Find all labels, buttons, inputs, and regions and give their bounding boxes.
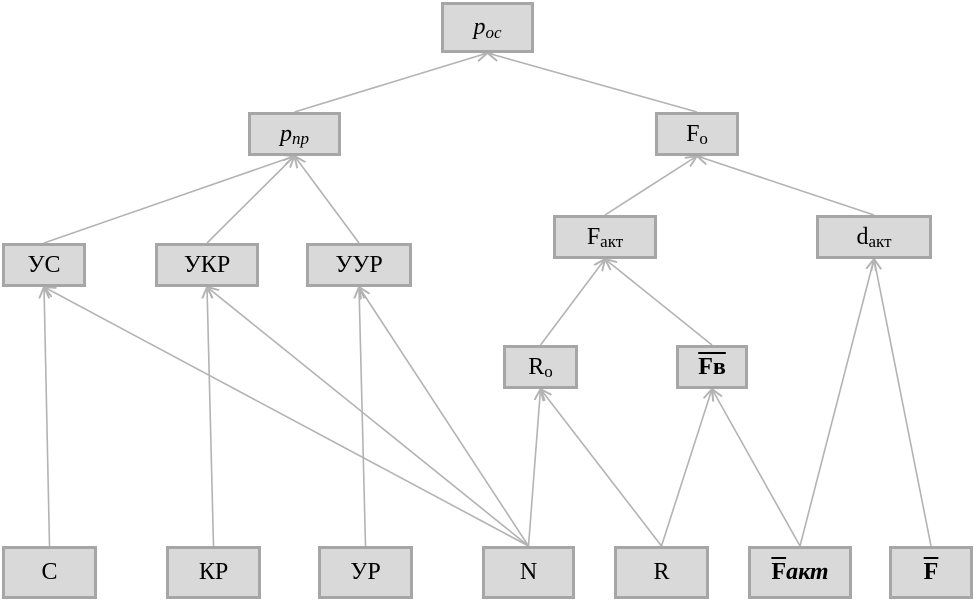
node-f-v-label: Fв xyxy=(698,353,726,380)
node-r-o-sub: o xyxy=(544,362,553,381)
node-ukr: УКР xyxy=(155,243,259,287)
edge-f_bar-to-d_akt xyxy=(874,259,932,547)
edge-r_o-to-f_akt xyxy=(539,259,606,346)
node-ur: УР xyxy=(318,546,413,599)
node-kr: КР xyxy=(166,546,261,599)
node-n: N xyxy=(482,546,575,599)
edge-ur-to-uur xyxy=(359,287,367,547)
node-ur-label: УР xyxy=(350,559,381,585)
node-f-o-sub: o xyxy=(699,129,708,148)
edge-d_akt-to-f_o xyxy=(697,156,875,216)
edge-ukr-to-p_pr xyxy=(206,156,295,244)
node-c-label: C xyxy=(41,559,58,585)
edge-n-to-uur xyxy=(359,287,530,547)
edge-p_pr-to-p_os xyxy=(294,53,488,113)
node-f-bar-label: F xyxy=(923,559,939,585)
node-f-v: Fв xyxy=(676,345,748,389)
edge-f_v-to-f_akt xyxy=(605,259,713,346)
edge-c-to-us xyxy=(44,287,51,547)
edge-f_akt-to-f_o xyxy=(604,156,697,216)
edge-n-to-ukr xyxy=(207,287,530,547)
edge-kr-to-ukr xyxy=(207,287,215,547)
edge-f_akt_bar-to-d_akt xyxy=(799,259,874,547)
node-kr-label: КР xyxy=(198,559,229,585)
node-ukr-label: УКР xyxy=(183,251,231,278)
node-uur-label: УУР xyxy=(335,251,383,278)
edge-f_o-to-p_os xyxy=(488,53,698,113)
edge-r-to-f_v xyxy=(660,389,713,547)
node-p-pr-sub: пр xyxy=(292,129,309,148)
node-p-os-main: p xyxy=(473,14,486,40)
node-c: C xyxy=(2,546,97,599)
node-d-akt-main: d xyxy=(856,223,869,250)
edge-r-to-r_o xyxy=(541,389,663,547)
node-uur: УУР xyxy=(306,243,412,287)
node-f-akt-main: F xyxy=(586,223,601,250)
edge-n-to-us xyxy=(44,287,529,547)
node-p-os-sub: ос xyxy=(485,22,502,42)
node-r-o-main: R xyxy=(528,353,545,380)
node-f-akt-bar-sub: акт xyxy=(786,559,829,585)
node-d-akt-sub: акт xyxy=(868,232,892,251)
node-p-pr-main: p xyxy=(280,120,292,147)
node-f-akt-bar-main: F xyxy=(771,559,787,585)
node-us: УС xyxy=(2,243,86,287)
edge-us-to-p_pr xyxy=(43,156,295,244)
edge-n-to-r_o xyxy=(527,389,541,547)
node-n-label: N xyxy=(519,559,538,585)
node-r: R xyxy=(614,546,709,599)
node-r-label: R xyxy=(653,559,670,585)
node-us-label: УС xyxy=(27,251,61,278)
node-f-o-main: F xyxy=(686,120,700,147)
edge-f_akt_bar-to-f_v xyxy=(712,389,801,547)
node-d-akt: d акт xyxy=(816,215,932,259)
node-f-akt-sub: акт xyxy=(600,232,624,251)
node-f-bar: F xyxy=(889,546,973,599)
edge-uur-to-p_pr xyxy=(295,156,360,244)
